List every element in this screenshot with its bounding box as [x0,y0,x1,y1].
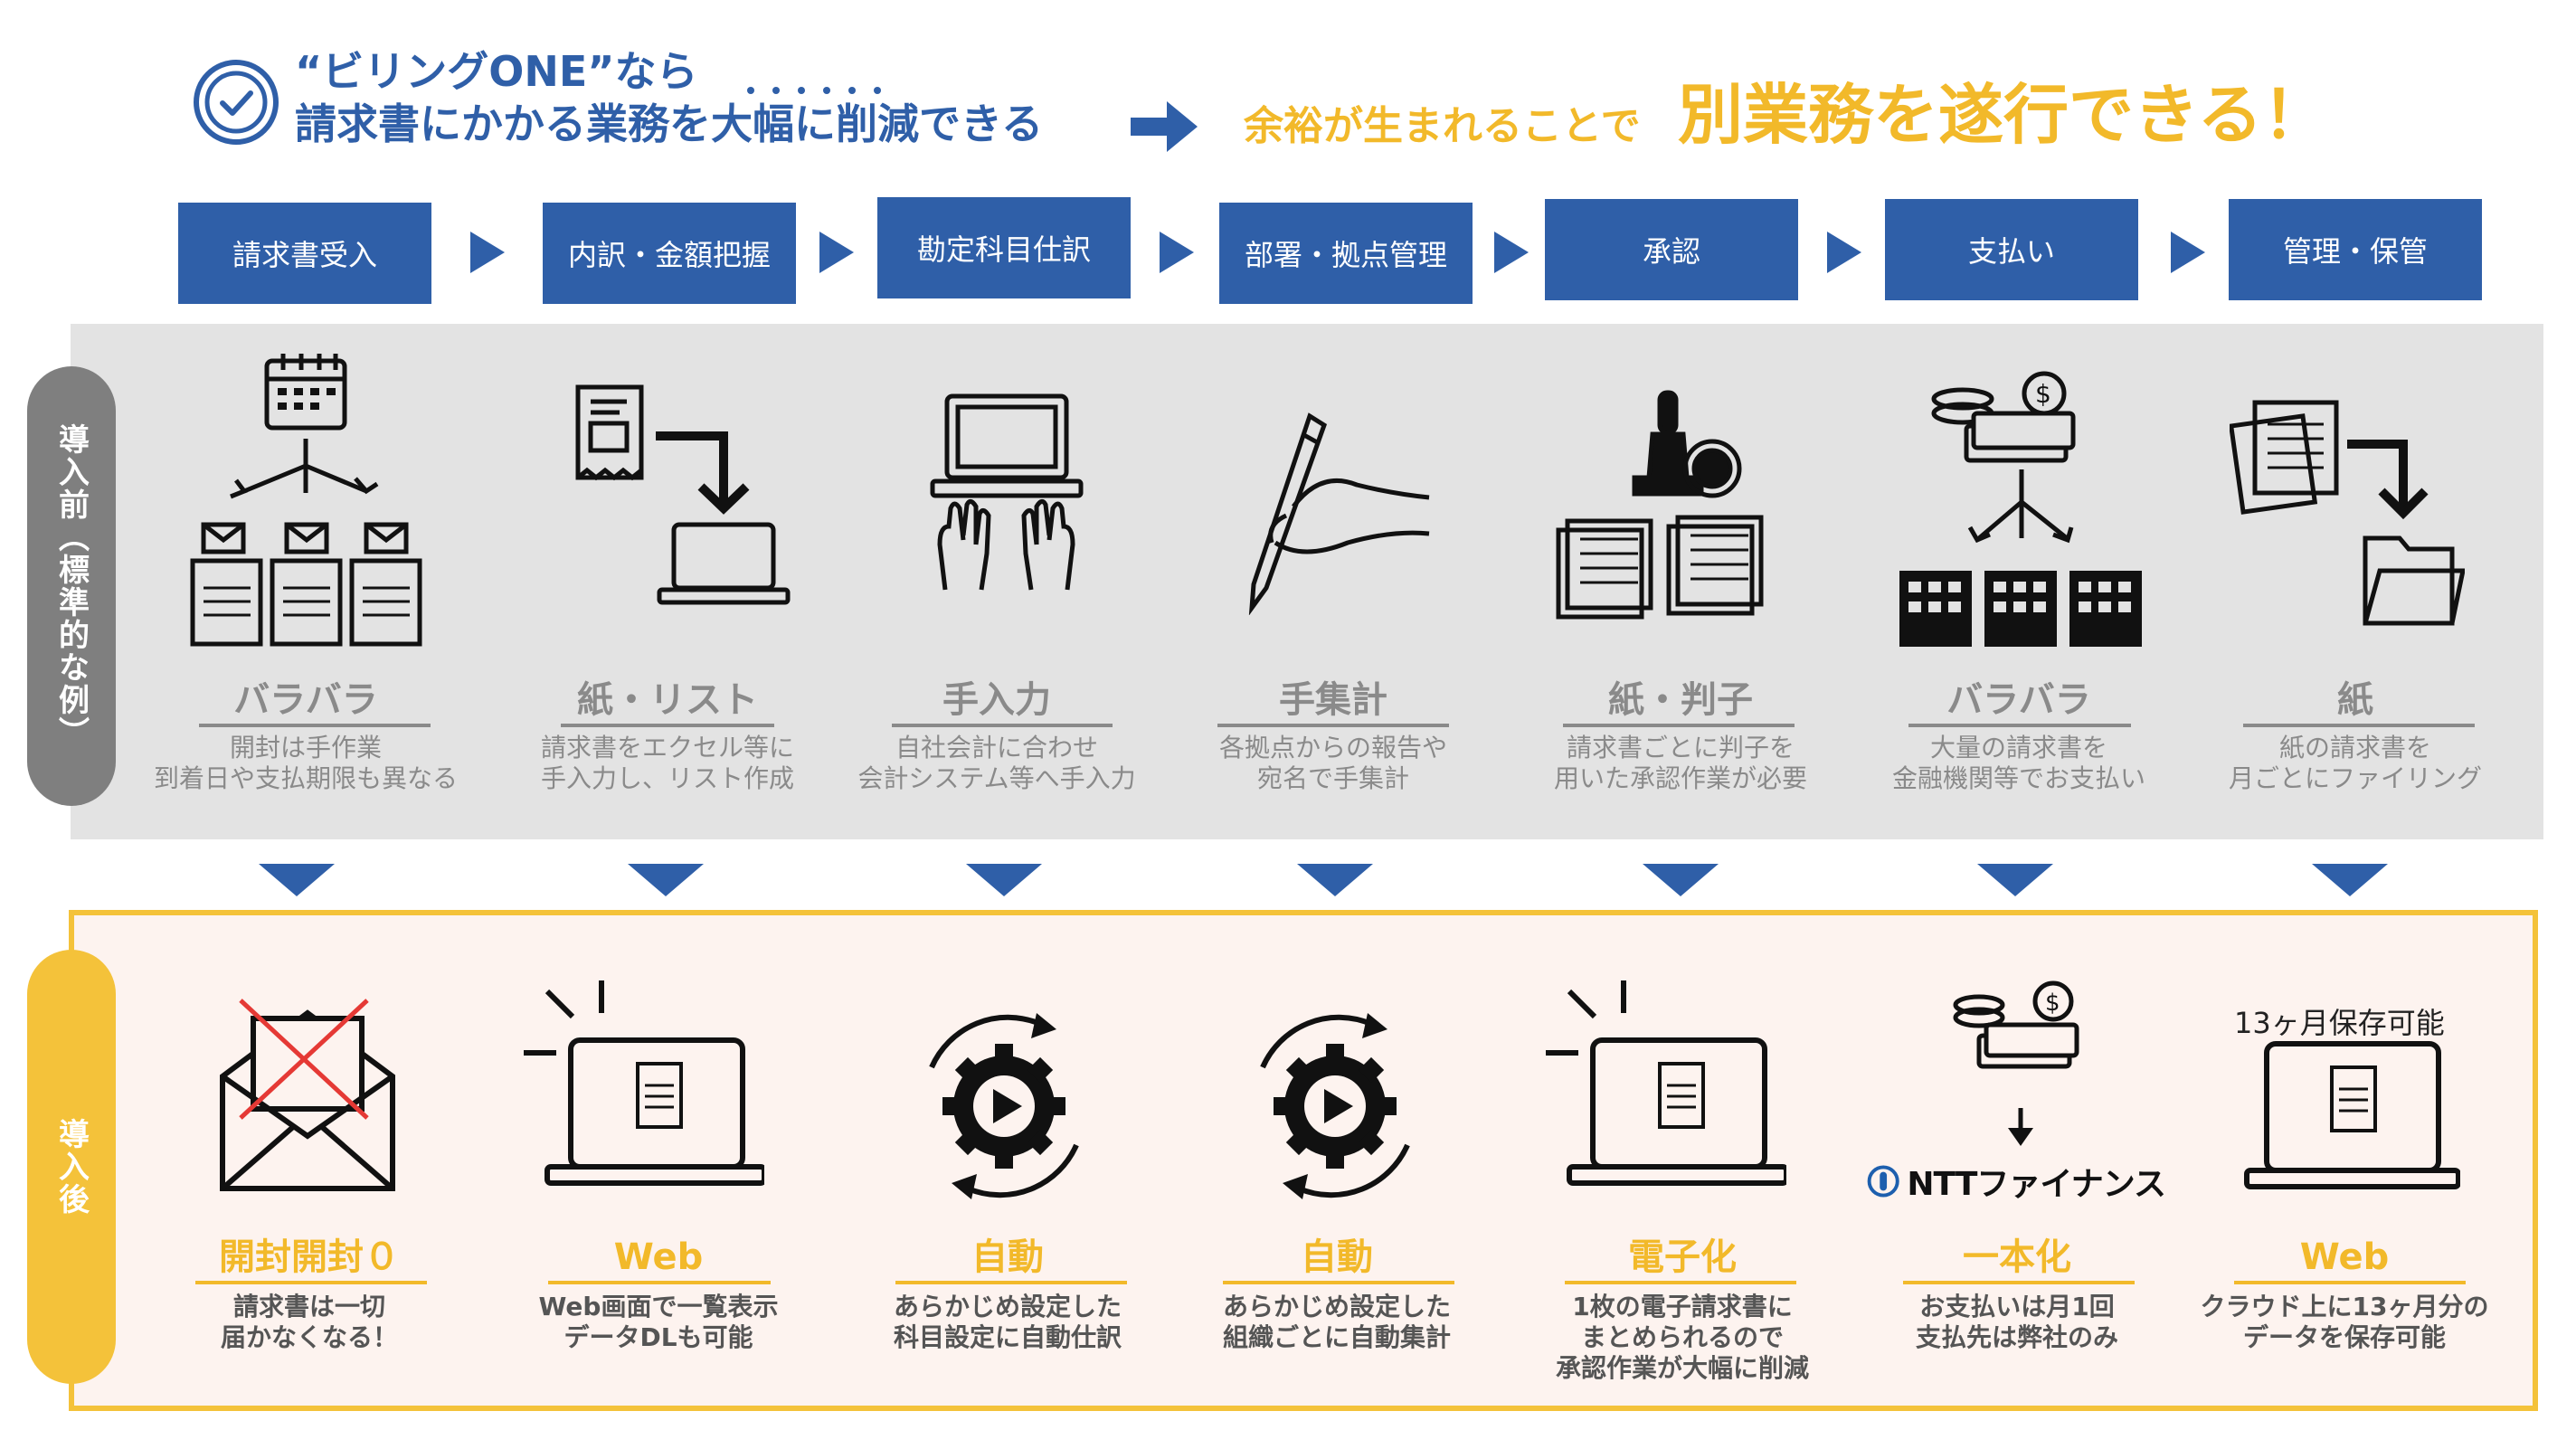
after-panel [69,910,2538,1411]
emphasis-dots [747,87,881,94]
down-arrow-icon [2312,864,2388,896]
after-desc-7: クラウド上に13ヶ月分の データを保存可能 [2200,1292,2489,1352]
before-title-2: 紙・リスト [577,679,758,721]
after-title-3: 自動 [971,1236,1044,1278]
step-payment: 支払い [1885,199,2138,300]
after-desc-3: あらかじめ設定した 科目設定に自動仕訳 [893,1292,1122,1352]
after-desc-5: 1枚の電子請求書に まとめられるので 承認作業が大幅に削減 [1555,1292,1809,1383]
step-approval: 承認 [1545,199,1798,300]
headline-line2: 請求書にかかる業務を大幅に削減できる [295,99,1044,148]
step-arrow-icon [470,232,505,273]
step-arrow-icon [1494,232,1529,273]
svg-text:$: $ [2035,379,2051,409]
papers-to-folder-icon [2230,400,2465,626]
after-title-1: 開封開封０ [219,1236,400,1278]
before-desc-7: 紙の請求書を 月ごとにファイリング [2228,733,2482,793]
step-storage: 管理・保管 [2229,199,2482,300]
money-buildings-icon: $ [1899,371,2142,647]
after-title-7: Web [2299,1236,2390,1278]
before-underline-4 [1217,724,1449,727]
before-title-6: バラバラ [1946,679,2091,721]
down-arrow-icon [1643,864,1719,896]
after-desc-4: あらかじめ設定した 組織ごとに自動集計 [1222,1292,1451,1352]
after-underline-5 [1565,1281,1796,1284]
web-laptop-icon [524,980,764,1186]
money-stack-icon: $ [1953,980,2079,1146]
step-arrow-icon [1827,232,1861,273]
crossed-envelope-icon [220,999,395,1191]
before-desc-5: 請求書ごとに判子を 用いた承認作業が必要 [1553,733,1807,793]
after-underline-1 [195,1281,427,1284]
after-underline-2 [548,1281,771,1284]
after-desc-1: 請求書は一切 届かなくなる！ [220,1292,398,1352]
after-title-5: 電子化 [1628,1236,1737,1278]
down-arrow-icon [259,864,335,896]
down-arrow-icon [628,864,704,896]
ntt-logo-icon [1867,1165,1899,1198]
before-underline-1 [199,724,431,727]
before-side-label: 導入前（標準的な例） [27,366,116,806]
step-arrow-icon [2171,232,2205,273]
e-invoice-laptop-icon [1546,980,1786,1186]
ntt-finance-label: NTTファイナンス [1907,1166,2166,1203]
step-arrow-icon [819,232,854,273]
after-desc-2: Web画面で一覧表示 データDLも可能 [538,1292,779,1352]
after-underline-6 [1903,1281,2135,1284]
before-underline-3 [892,724,1113,727]
laptop-hands-icon [930,393,1084,591]
step-breakdown: 内訳・金額把握 [543,203,796,304]
after-underline-4 [1223,1281,1454,1284]
svg-text:$: $ [2045,990,2060,1017]
after-underline-3 [895,1281,1127,1284]
result-lead: 余裕が生まれることで [1244,103,1641,149]
down-arrow-icon [1297,864,1373,896]
auto-gear-icon [929,1013,1079,1199]
before-underline-5 [1563,724,1795,727]
after-desc-6: お支払いは月1回 支払先は弊社のみ [1915,1292,2118,1352]
stamp-documents-icon [1556,390,1764,620]
save-period-label: 13ヶ月保存可能 [2234,1006,2445,1040]
paper-to-laptop-icon [575,384,791,605]
down-arrow-icon [966,864,1042,896]
before-underline-6 [1908,724,2131,727]
calendar-invoices-icon [190,354,422,647]
pen-hand-icon [1248,412,1430,615]
check-circle-icon [194,60,279,145]
step-department: 部署・拠点管理 [1219,203,1473,304]
ntt-finance-logo: NTTファイナンス [1867,1156,2166,1207]
step-arrow-icon [1160,232,1194,273]
before-title-1: バラバラ [233,679,378,721]
before-desc-3: 自社会計に合わせ 会計システム等へ手入力 [857,733,1136,793]
before-title-5: 紙・判子 [1608,679,1753,721]
headline-line1: “ビリングONE”なら [295,47,698,96]
result-arrow-icon [1131,101,1198,152]
before-desc-1: 開封は手作業 到着日や支払期限も異なる [153,733,458,793]
result-main: 別業務を遂行できる！ [1678,77,2328,153]
after-title-4: 自動 [1301,1236,1373,1278]
after-side-label: 導入後 [27,950,116,1384]
before-desc-2: 請求書をエクセル等に 手入力し、リスト作成 [540,733,794,793]
before-underline-2 [561,724,774,727]
before-desc-4: 各拠点からの報告や 宛名で手集計 [1218,733,1447,793]
before-desc-6: 大量の請求書を 金融機関等でお支払い [1891,733,2145,793]
before-underline-7 [2243,724,2475,727]
after-underline-7 [2234,1281,2466,1284]
down-arrow-icon [1977,864,2053,896]
before-title-4: 手集計 [1279,679,1387,721]
cloud-laptop-icon [2244,1041,2460,1189]
step-receive: 請求書受入 [178,203,431,304]
before-title-7: 紙 [2337,679,2373,721]
before-title-3: 手入力 [942,679,1051,721]
auto-gear-icon [1260,1013,1410,1199]
after-title-2: Web [613,1236,704,1278]
after-title-6: 一本化 [1963,1236,2071,1278]
step-account: 勘定科目仕訳 [877,197,1131,298]
